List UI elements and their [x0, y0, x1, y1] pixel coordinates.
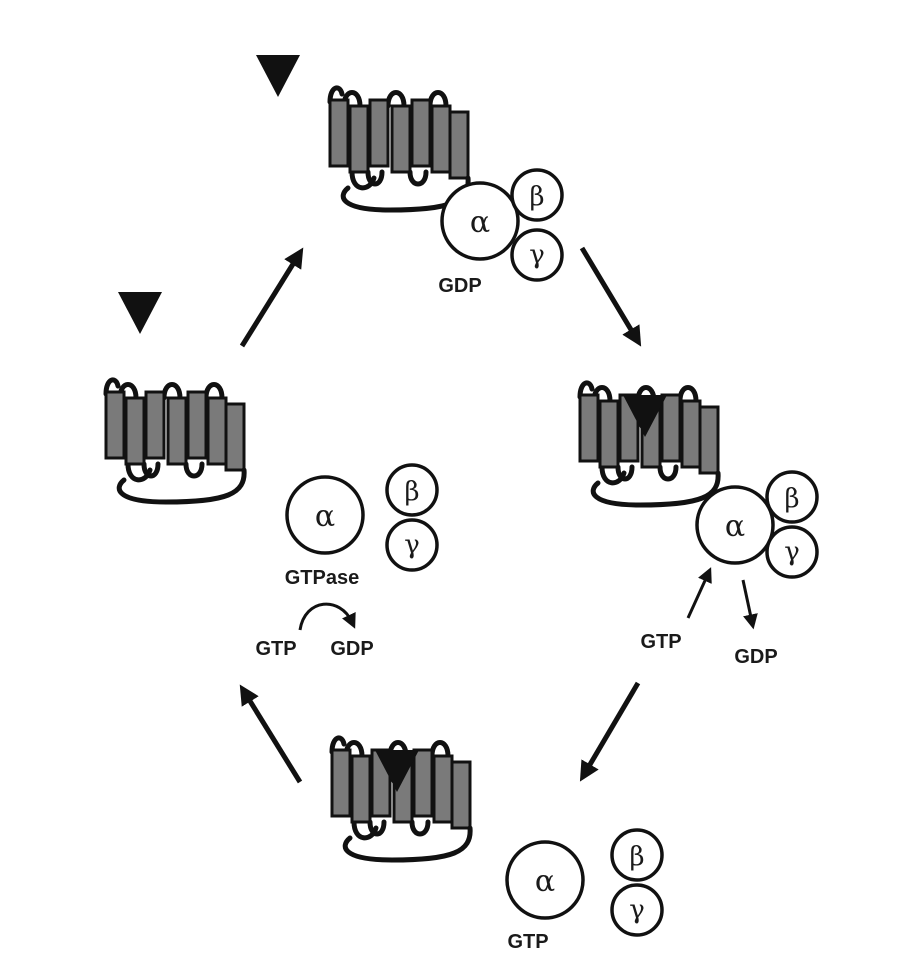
alpha-label: α: [470, 205, 490, 240]
beta-label: β: [529, 182, 544, 212]
receptor-top: [330, 88, 468, 210]
ligand-icon: [256, 55, 300, 97]
cycle-arrow-top-to-right: [579, 246, 642, 347]
ligand-bound-icon: [375, 750, 419, 792]
gtp-label-left: GTP: [255, 638, 296, 660]
receptor-left: [106, 380, 244, 502]
gamma-label: γ: [629, 895, 645, 925]
alpha-subunit-top: [440, 181, 520, 261]
state-right: α β γ GTP GDP: [580, 383, 819, 668]
beta-label: β: [629, 842, 644, 872]
gamma-label: γ: [404, 530, 420, 560]
gtp-in-arrow: [686, 567, 712, 619]
cycle-arrow-right-to-bottom: [579, 681, 641, 782]
gtp-label-right: GTP: [640, 631, 681, 653]
gamma-subunit-bottom: [610, 883, 664, 937]
gtpase-label: GTPase: [285, 567, 359, 589]
ligand-icon: [118, 292, 162, 334]
hydrolysis-arrow: [298, 602, 356, 631]
beta-subunit-left: [385, 463, 439, 517]
beta-label: β: [404, 477, 419, 507]
gamma-label: γ: [784, 537, 800, 567]
ligand-bound-icon: [623, 395, 667, 437]
beta-subunit-top: [510, 168, 564, 222]
state-left: α β γ GTPase GTP GDP: [106, 292, 439, 660]
gamma-subunit-right: [765, 525, 819, 579]
cycle-arrow-bottom-to-left: [239, 684, 303, 784]
alpha-label: α: [535, 864, 555, 899]
beta-subunit-bottom: [610, 828, 664, 882]
alpha-label: α: [315, 499, 335, 534]
gtp-label-bottom: GTP: [507, 931, 548, 953]
state-bottom: α β γ GTP: [332, 738, 664, 953]
gamma-subunit-top: [510, 228, 564, 282]
gdp-label-right: GDP: [734, 646, 777, 668]
alpha-subunit-bottom: [505, 840, 585, 920]
gamma-subunit-left: [385, 518, 439, 572]
beta-subunit-right: [765, 470, 819, 524]
gdp-out-arrow: [741, 579, 758, 630]
gdp-label-top: GDP: [438, 275, 481, 297]
beta-label: β: [784, 484, 799, 514]
alpha-subunit-left: [285, 475, 365, 555]
gamma-label: γ: [529, 240, 545, 270]
alpha-subunit-right: [695, 485, 775, 565]
state-top: α β γ GDP: [256, 55, 564, 297]
gdp-label-left: GDP: [330, 638, 373, 660]
alpha-label: α: [725, 509, 745, 544]
cycle-arrow-left-to-top: [239, 247, 304, 348]
